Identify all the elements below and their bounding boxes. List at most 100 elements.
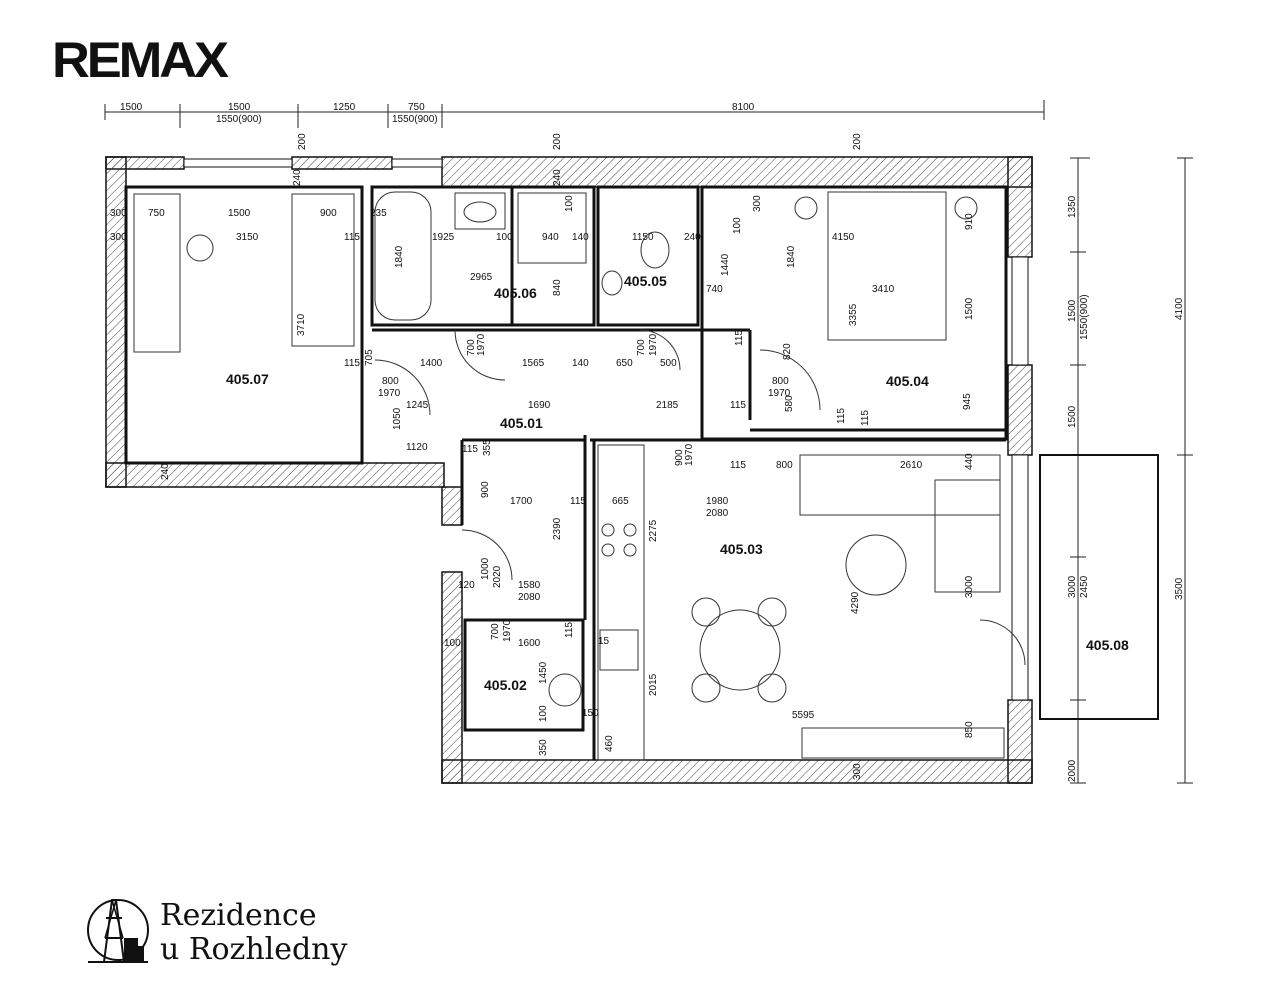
- dim-text: 1970: [502, 619, 513, 642]
- dim-text: 140: [572, 358, 589, 369]
- dim-text: 945: [962, 393, 973, 410]
- room-label-405-06: 405.06: [494, 285, 537, 301]
- dim-text: 3150: [236, 232, 259, 243]
- dim-text: 3000: [964, 575, 975, 598]
- dim-text: 840: [552, 279, 563, 296]
- dim-text: 1050: [392, 407, 403, 430]
- dim-text: 300: [110, 208, 127, 219]
- dim-text: 665: [612, 496, 629, 507]
- dim-text: 2610: [900, 460, 923, 471]
- dim-text: 2020: [492, 565, 503, 588]
- dim-text: 1550(900): [1079, 294, 1090, 340]
- chair: [186, 234, 214, 262]
- single-bed: [291, 193, 355, 347]
- dim-text: 1120: [406, 442, 428, 453]
- brand-name-line-2: u Rozhledny: [160, 932, 348, 967]
- room-label-405-07: 405.07: [226, 371, 269, 387]
- dim-text: 940: [542, 232, 559, 243]
- room-label-405-03: 405.03: [720, 541, 763, 557]
- dim-text: 800: [772, 376, 789, 387]
- dim-text: 1840: [394, 245, 405, 268]
- top-dimension-labels: 1500 1500 1250 750 8100 1550(900) 1550(9…: [120, 102, 863, 150]
- dim-text: 115: [570, 496, 586, 507]
- dim-text: 440: [964, 453, 975, 470]
- dim-text: 1580: [518, 580, 541, 591]
- dim-text: 700: [466, 339, 477, 356]
- room-label-405-05: 405.05: [624, 273, 667, 289]
- interior-dimension-labels: 300 750 1500 900 235 300 3150 115 1925 1…: [110, 169, 975, 780]
- room-label-405-02: 405.02: [484, 677, 527, 693]
- room-label-405-04: 405.04: [886, 373, 929, 389]
- dim-text: 5595: [792, 710, 815, 721]
- door-swings: [374, 329, 1026, 666]
- dim-text: 705: [364, 349, 375, 366]
- kitchen-sink: [599, 629, 639, 671]
- room-labels: 405.01 405.02 405.03 405.04 405.05 405.0…: [226, 273, 1129, 693]
- dim-text: 115: [344, 358, 360, 369]
- dim-text: 3710: [296, 313, 307, 336]
- dim-text: 1500: [120, 102, 143, 113]
- dim-text: 750: [148, 208, 165, 219]
- dim-text: 1450: [538, 661, 549, 684]
- dim-text: 115: [730, 460, 746, 471]
- dim-text: 900: [320, 208, 337, 219]
- dim-text: 200: [297, 133, 308, 150]
- right-dimension-chain: [1070, 157, 1193, 784]
- dim-text: 2275: [648, 519, 659, 542]
- dim-text: 1440: [720, 253, 731, 276]
- dim-text: 1550(900): [392, 114, 438, 125]
- dim-text: 800: [382, 376, 399, 387]
- dim-text: 4150: [832, 232, 855, 243]
- dim-text: 2965: [470, 272, 493, 283]
- dim-text: 100: [496, 232, 513, 243]
- small-basin: [601, 270, 623, 296]
- dim-text: 140: [572, 232, 589, 243]
- dim-text: 115: [860, 410, 871, 426]
- dim-text: 100: [538, 705, 549, 722]
- dim-text: 150: [582, 708, 599, 719]
- dim-text: 1970: [768, 388, 791, 399]
- dim-text: 240: [552, 169, 563, 186]
- dim-text: 200: [552, 133, 563, 150]
- dim-text: 500: [660, 358, 677, 369]
- bathtub: [374, 191, 432, 321]
- dim-text: 200: [852, 133, 863, 150]
- dim-text: 300: [110, 232, 127, 243]
- dim-text: 3000: [1067, 575, 1078, 598]
- dim-text: 910: [964, 213, 975, 230]
- washing-machine: [548, 673, 582, 707]
- dim-text: 700: [636, 339, 647, 356]
- dim-text: 8100: [732, 102, 755, 113]
- dim-text: 1700: [510, 496, 533, 507]
- dim-text: 1840: [786, 245, 797, 268]
- toilet: [640, 231, 670, 269]
- dim-text: 1500: [1067, 405, 1078, 428]
- dim-text: 1980: [706, 496, 729, 507]
- tv-unit: [801, 727, 1005, 759]
- room-label-405-08: 405.08: [1086, 637, 1129, 653]
- furniture: [133, 191, 1005, 761]
- dim-text: 240: [292, 169, 303, 186]
- dim-text: 900: [674, 449, 685, 466]
- dim-text: 120: [458, 580, 475, 591]
- dim-text: 900: [480, 481, 491, 498]
- dim-text: 240: [160, 463, 171, 480]
- dim-text: 1500: [1067, 299, 1078, 322]
- dim-text: 115: [730, 400, 746, 411]
- shower: [517, 192, 587, 264]
- dim-text: 100: [732, 217, 743, 234]
- dim-text: 3355: [848, 303, 859, 326]
- dim-text: 2450: [1079, 575, 1090, 598]
- dim-text: 820: [782, 343, 793, 360]
- dim-text: 300: [852, 763, 863, 780]
- top-dimension-chain: [104, 100, 1045, 128]
- dim-text: 700: [490, 623, 501, 640]
- brand-name-line-1: Rezidence: [160, 898, 317, 933]
- dim-text: 1245: [406, 400, 429, 411]
- dim-text: 1970: [648, 333, 659, 356]
- room-label-405-01: 405.01: [500, 415, 543, 431]
- dim-text: 3410: [872, 284, 895, 295]
- dim-text: 2015: [648, 673, 659, 696]
- balcony-outline: [1039, 454, 1159, 720]
- exterior-walls: [105, 156, 1033, 784]
